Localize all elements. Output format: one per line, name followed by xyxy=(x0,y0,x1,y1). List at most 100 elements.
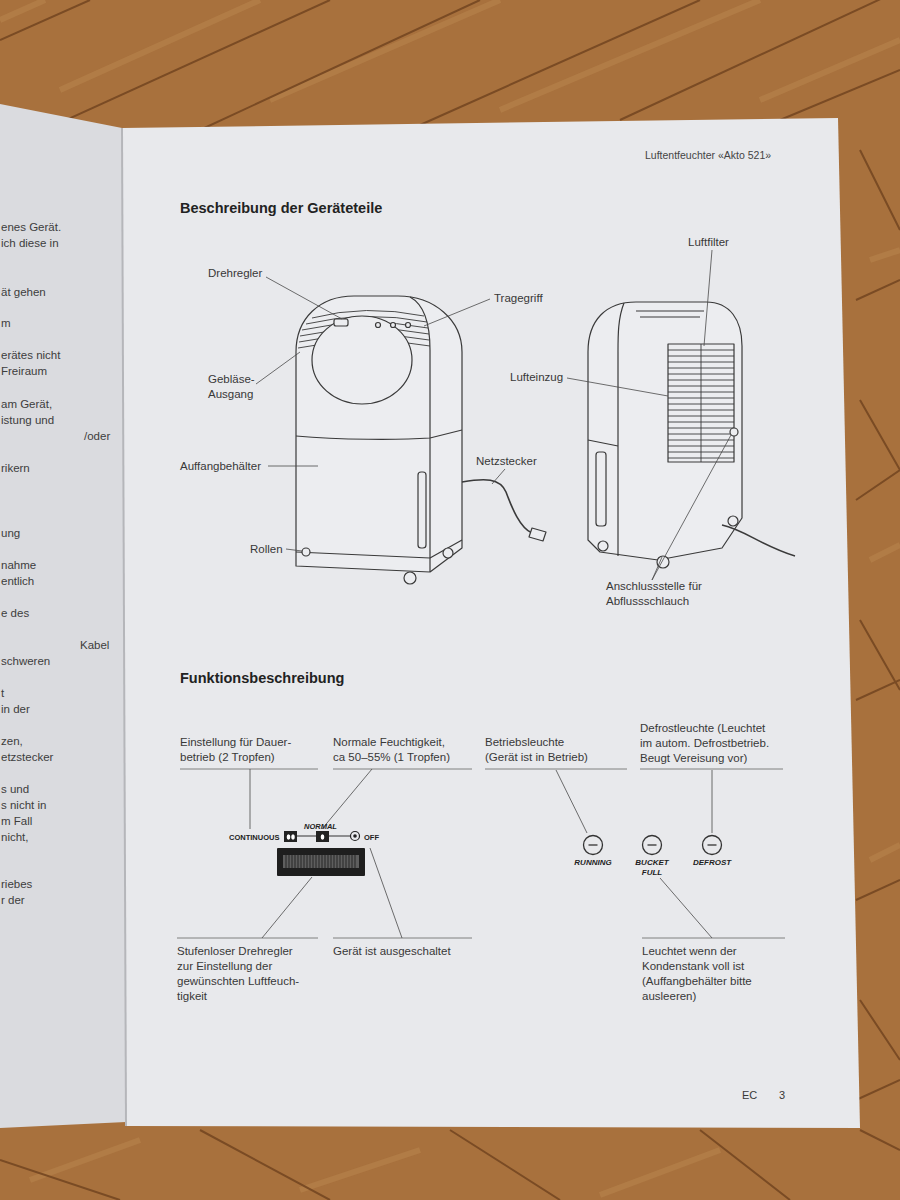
page-fragment: rikern xyxy=(1,461,119,476)
lamp-circle xyxy=(584,836,603,855)
off-icon-dot xyxy=(353,834,357,838)
power-cord xyxy=(462,480,532,533)
page-fragment: ät gehen xyxy=(1,285,119,300)
rear-unit-edge xyxy=(618,303,624,556)
front-unit-body xyxy=(296,296,462,572)
grille-slats xyxy=(668,344,734,462)
part-label: Gerät ist ausgeschaltet xyxy=(333,944,473,959)
lamp-circle xyxy=(703,836,722,855)
part-label: Anschlussstelle für Abflussschlauch xyxy=(606,579,718,609)
drop-symbol xyxy=(291,834,295,840)
part-label: EC xyxy=(742,1088,772,1103)
slider-ribs xyxy=(286,855,355,868)
page-fragment: zen, xyxy=(1,734,119,749)
part-label: Auffangbehälter xyxy=(180,459,280,474)
wheel xyxy=(302,548,310,556)
off-icon xyxy=(351,832,360,841)
part-label: Rollen xyxy=(250,542,300,557)
wheel xyxy=(657,556,669,568)
drain-port xyxy=(730,428,738,436)
page-fragment: schweren xyxy=(1,654,119,669)
page-fragment: in der xyxy=(1,702,119,717)
wheel xyxy=(598,541,608,551)
page-fragment: s nicht in xyxy=(1,798,119,813)
drop-symbol xyxy=(321,834,325,840)
page-fragment: entlich xyxy=(1,574,119,589)
part-label: Funktionsbeschreibung xyxy=(180,669,430,687)
part-label: NORMAL xyxy=(304,822,344,831)
part-label: Einstellung für Dauer- betrieb (2 Tropfe… xyxy=(180,735,310,765)
part-label: OFF xyxy=(364,833,394,842)
wheel xyxy=(404,572,416,584)
side-seam xyxy=(588,440,618,446)
lamp-dash xyxy=(708,844,717,845)
indicator-dot xyxy=(391,323,396,328)
part-label: Netzstecker xyxy=(476,454,566,469)
page-fragment: am Gerät, xyxy=(1,397,119,412)
page-fragment: ich diese in xyxy=(1,236,119,251)
page-fragment: r der xyxy=(1,893,119,908)
indicator-lamp: DEFROST xyxy=(688,834,736,880)
part-label: Betriebsleuchte (Gerät ist in Betrieb) xyxy=(485,735,600,765)
power-plug xyxy=(529,528,546,541)
control-knob xyxy=(334,319,348,326)
wheel xyxy=(443,548,453,558)
part-label: Normale Feuchtigkeit, ca 50–55% (1 Tropf… xyxy=(333,735,455,765)
page-fragment: m Fall xyxy=(1,814,119,829)
slider-grip xyxy=(283,855,359,868)
page-gutter xyxy=(122,128,126,1126)
blower-outlet xyxy=(312,316,412,404)
lamp-outline xyxy=(569,834,617,880)
indicator-dot xyxy=(406,323,411,328)
page-fragment: istung und xyxy=(1,413,119,428)
rotary-slider xyxy=(277,848,365,876)
lamp-outline xyxy=(688,834,736,880)
callout-leaders xyxy=(250,769,712,938)
part-label: 3 xyxy=(779,1088,799,1103)
lamp-label: DEFROST xyxy=(688,858,736,868)
lamp-label: RUNNING xyxy=(569,858,617,868)
bucket-seam xyxy=(296,430,462,439)
indicator-lamp: RUNNING xyxy=(569,834,617,880)
air-filter-grille xyxy=(668,344,734,462)
drop-symbol xyxy=(287,834,291,840)
indicator-dot xyxy=(376,323,381,328)
right-page xyxy=(122,118,860,1128)
lamp-label: BUCKET FULL xyxy=(631,858,673,877)
page-fragment: e des xyxy=(1,606,119,621)
page-fragment: erätes nicht xyxy=(1,348,119,363)
lamp-dash xyxy=(648,844,657,845)
wheel xyxy=(728,516,738,526)
indicator-lamp: BUCKET FULL xyxy=(631,834,673,880)
lamp-dash xyxy=(589,844,598,845)
part-label: Tragegriff xyxy=(494,291,574,306)
page-fragment: enes Gerät. xyxy=(1,220,119,235)
page-fragment: ung xyxy=(1,526,119,541)
part-label: Defrostleuchte (Leuchtet im autom. Defro… xyxy=(640,721,775,766)
carry-handle xyxy=(636,311,704,317)
part-label: Luftfilter xyxy=(688,235,768,250)
part-label: Lufteinzug xyxy=(510,370,590,385)
rear-unit-body xyxy=(588,302,742,560)
lamp-circle xyxy=(643,836,662,855)
page-fragment: /oder xyxy=(84,429,202,444)
page-fragment: Kabel xyxy=(80,638,198,653)
callout-rules xyxy=(177,769,785,938)
leader-lines xyxy=(256,250,731,580)
page-fragment: riebes xyxy=(1,877,119,892)
bucket-window xyxy=(418,472,426,548)
page-fragment: m xyxy=(1,316,119,331)
page-fragment: nicht, xyxy=(1,830,119,845)
page-fragment: s und xyxy=(1,782,119,797)
page-fragment: Freiraum xyxy=(1,364,119,379)
section-heading: Beschreibung der Geräteteile xyxy=(180,199,480,217)
part-label: Gebläse- Ausgang xyxy=(208,372,266,402)
part-label: Leuchtet wenn der Kondenstank voll ist (… xyxy=(642,944,762,1004)
page-fragment: t xyxy=(1,686,119,701)
part-label: CONTINUOUS xyxy=(229,833,289,842)
